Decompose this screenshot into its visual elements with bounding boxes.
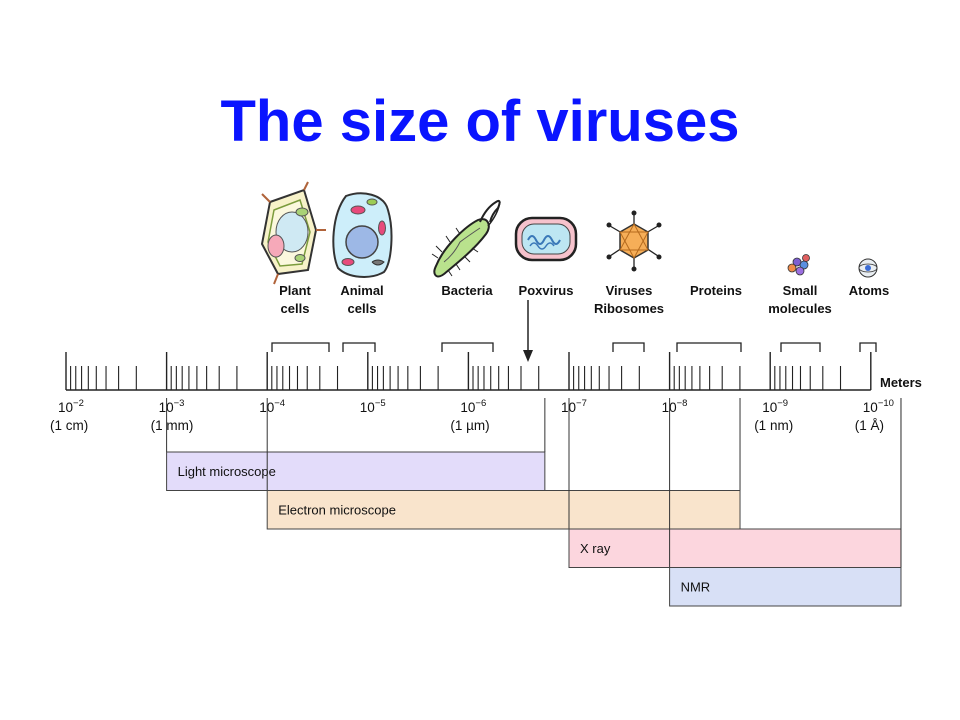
tick-label: 10−6 [460, 398, 486, 415]
tick-label: 10−9 [762, 398, 788, 415]
method-bar-nmr: NMR [669, 398, 902, 607]
plant-cell-icon [260, 181, 326, 285]
unit-note: (1 cm) [50, 418, 88, 433]
unit-note: (1 mm) [151, 418, 194, 433]
unit-note: (1 Å) [855, 418, 884, 433]
size-range-bracket [859, 342, 877, 352]
bacteria-icon [431, 199, 501, 278]
tick-label: 10−4 [259, 398, 285, 415]
category-label-bacteria: Bacteria [441, 283, 493, 298]
method-label: X ray [580, 541, 611, 556]
size-range-bracket [342, 342, 376, 352]
tick-label: 10−2 [58, 398, 84, 415]
tick-label: 10−8 [662, 398, 688, 415]
animal-cell-icon [332, 192, 393, 278]
method-label: NMR [681, 580, 711, 595]
poxvirus-arrow [523, 300, 533, 362]
tick-label: 10−7 [561, 398, 587, 415]
size-range-bracket [676, 342, 742, 352]
small-molecule-icon [787, 254, 810, 276]
unit-note: (1 nm) [754, 418, 793, 433]
method-bar-x-ray: X ray [568, 398, 902, 568]
method-label: Light microscope [178, 464, 276, 479]
size-range-bracket [612, 342, 645, 352]
unit-note: (1 µm) [450, 418, 489, 433]
page-title: The size of viruses [220, 89, 740, 154]
method-bar-light-microscope: Light microscope [166, 398, 546, 491]
tick-label: 10−10 [863, 398, 894, 415]
tick-label: 10−3 [159, 398, 185, 415]
method-label: Electron microscope [278, 503, 396, 518]
unit-label: Meters [880, 375, 922, 390]
category-label-proteins: Proteins [690, 283, 742, 298]
size-range-bracket [780, 342, 821, 352]
virus-icon [606, 210, 662, 272]
category-label-poxvirus: Poxvirus [519, 283, 574, 298]
category-label-atoms: Atoms [849, 283, 889, 298]
atom-icon [858, 258, 878, 278]
tick-label: 10−5 [360, 398, 386, 415]
size-range-bracket [271, 342, 330, 352]
meter-scale-ruler [65, 352, 872, 391]
size-range-bracket [441, 342, 494, 352]
poxvirus-icon [514, 216, 578, 262]
method-bar-electron-microscope: Electron microscope [266, 398, 741, 530]
